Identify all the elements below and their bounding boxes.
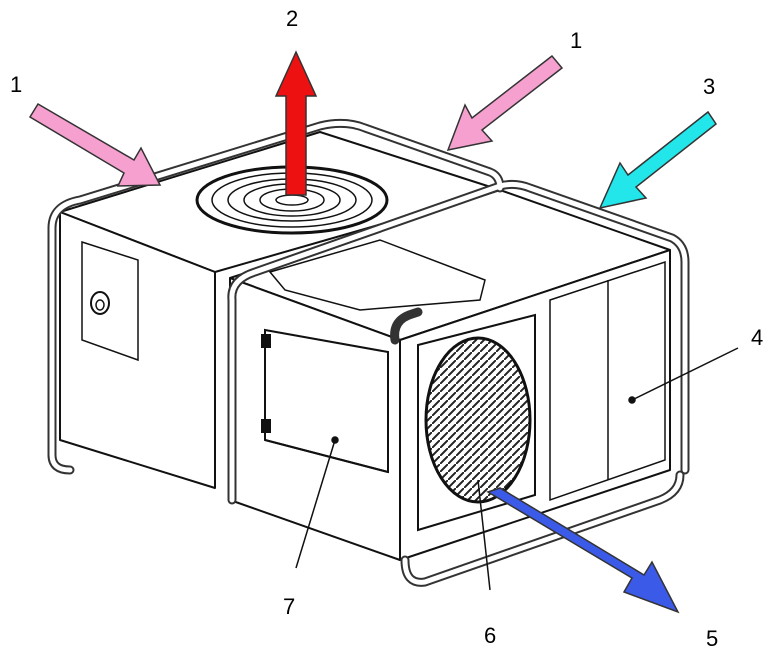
arrow-3-condenser-intake <box>598 110 718 210</box>
left-panel-details <box>81 240 139 362</box>
side-panel <box>549 260 666 502</box>
arrow-2-top-exhaust <box>274 50 318 196</box>
front-cage-tube <box>390 307 423 345</box>
arrow-1-left-intake <box>28 102 162 187</box>
leader-lines <box>295 347 739 591</box>
arrow-1-right-intake <box>446 54 564 152</box>
access-panel <box>261 328 389 474</box>
callout-5-supply-outlet: 5 <box>706 626 719 651</box>
callout-7-access-panel: 7 <box>283 594 296 619</box>
callout-3-condenser-intake: 3 <box>703 74 716 99</box>
callout-2-top-exhaust: 2 <box>286 6 299 31</box>
supply-fan <box>417 313 536 532</box>
leader-7 <box>295 439 336 569</box>
callout-1-right-intake: 1 <box>570 28 583 53</box>
callout-1-left-intake: 1 <box>10 72 23 97</box>
callout-6-supply-fan: 6 <box>484 623 497 648</box>
arrow-5-supply-outlet <box>486 487 680 614</box>
callout-4-side-panel: 4 <box>751 325 764 350</box>
top-access-plate <box>268 239 486 311</box>
leader-4 <box>631 347 739 401</box>
leader-6 <box>477 479 491 591</box>
hvac-unit <box>59 131 671 561</box>
